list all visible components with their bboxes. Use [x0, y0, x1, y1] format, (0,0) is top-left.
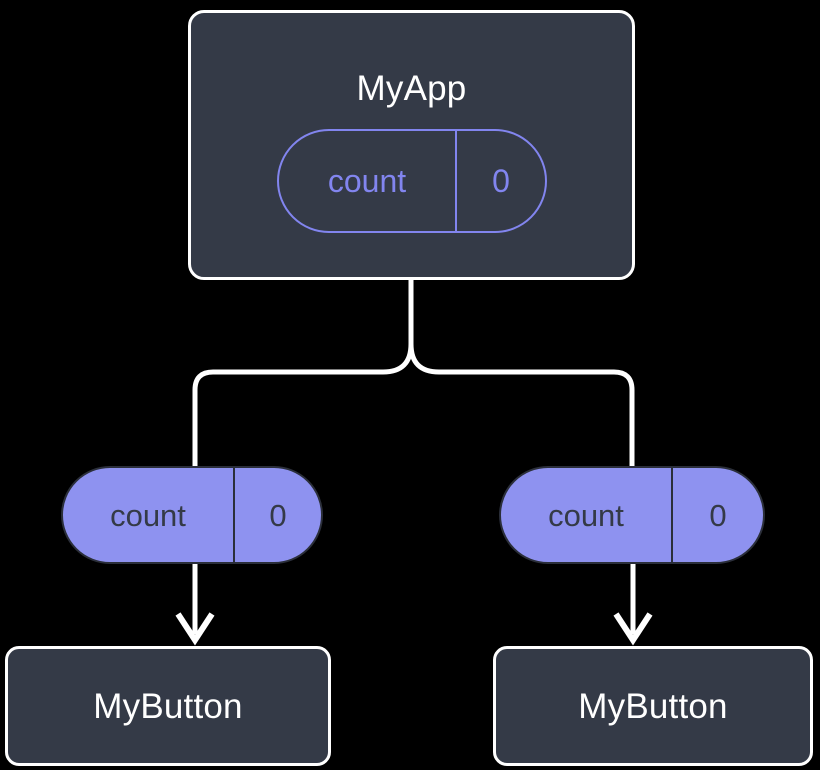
- state-pill-myapp-key: count: [279, 131, 457, 231]
- connector-tree-branch-right: [408, 276, 635, 469]
- node-myapp[interactable]: MyApp: [188, 10, 635, 280]
- state-pill-myapp-value: 0: [492, 163, 510, 199]
- prop-pill-right-value: 0: [709, 497, 727, 533]
- prop-pill-left-key: count: [63, 468, 235, 562]
- connector-tree-branch: [192, 276, 414, 469]
- prop-pill-left-value: 0: [269, 497, 287, 533]
- connector-arrow-left-head: [175, 612, 215, 646]
- state-pill-myapp-count[interactable]: count 0: [277, 129, 547, 233]
- node-myapp-label: MyApp: [356, 69, 467, 108]
- node-mybutton-right-label: MyButton: [578, 686, 728, 726]
- node-mybutton-left-label: MyButton: [93, 686, 243, 726]
- prop-pill-left-count[interactable]: count 0: [61, 466, 323, 564]
- connector-arrow-right-head: [613, 612, 653, 646]
- prop-pill-right-count[interactable]: count 0: [499, 466, 765, 564]
- node-mybutton-left[interactable]: MyButton: [5, 646, 331, 766]
- prop-pill-right-key: count: [501, 468, 673, 562]
- node-mybutton-right[interactable]: MyButton: [493, 646, 813, 766]
